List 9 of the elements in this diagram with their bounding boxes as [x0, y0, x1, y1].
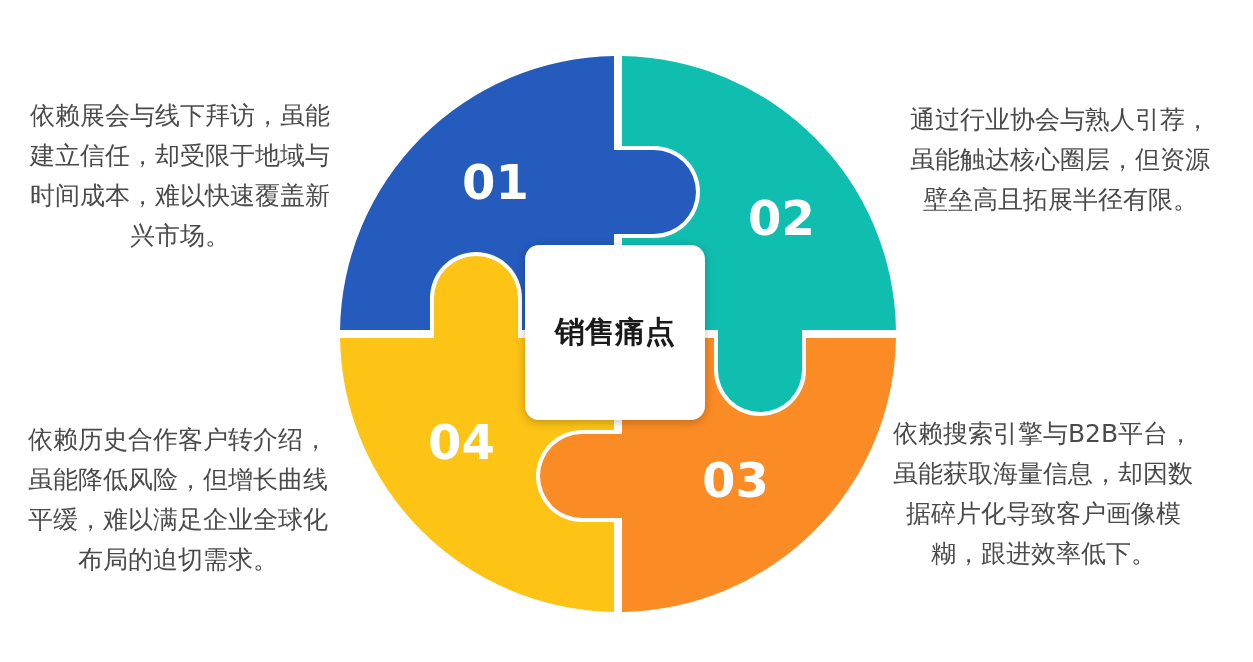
- description-text: 通过行业协会与熟人引荐，虽能触达核心圈层，但资源壁垒高且拓展半径有限。: [909, 104, 1211, 216]
- description-text: 依赖搜索引擎与B2B平台，虽能获取海量信息，却因数据碎片化导致客户画像模糊，跟进效率低下。: [891, 418, 1195, 570]
- description-text: 依赖历史合作客户转介绍，虽能降低风险，但增长曲线平缓，难以满足企业全球化布局的迫切需求。: [27, 424, 329, 576]
- step-number: 04: [428, 414, 495, 470]
- step-number: 01: [462, 154, 529, 210]
- title-card: 销售痛点: [525, 245, 705, 420]
- step-number: 02: [748, 190, 815, 246]
- step-number: 03: [702, 452, 769, 508]
- description-text: 依赖展会与线下拜访，虽能建立信任，却受限于地域与时间成本，难以快速覆盖新兴市场。: [29, 100, 331, 252]
